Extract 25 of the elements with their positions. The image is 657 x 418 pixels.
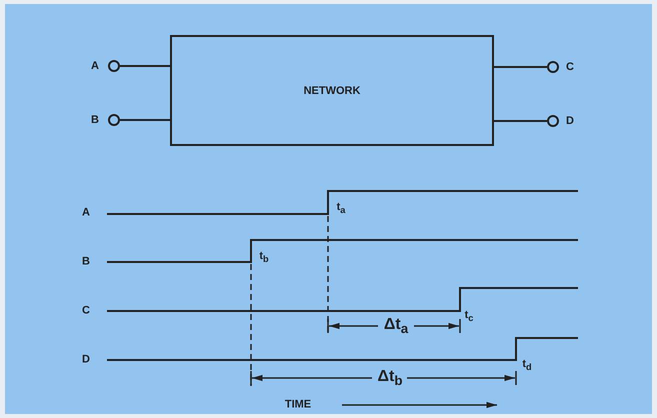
time-mark: t$_{b}$ (259, 248, 269, 266)
connector-line (120, 65, 170, 67)
time-mark: t$_{d}$ (522, 356, 532, 374)
terminal-circle (547, 115, 559, 127)
terminal-circle (108, 114, 120, 126)
connector-line (494, 120, 547, 122)
connector-line (494, 66, 547, 68)
terminal-circle (547, 61, 559, 73)
signal-label: B (82, 254, 90, 270)
connector-line (120, 119, 170, 121)
signal-label: C (82, 304, 90, 318)
interval-label: Δt$_{b}$ (378, 366, 402, 390)
network-label: NETWORK (304, 84, 360, 96)
network-box (170, 35, 494, 146)
terminal-circle (108, 60, 120, 72)
time-mark: t$_{c}$ (464, 308, 474, 326)
terminal-label: A (91, 60, 99, 72)
axis-label: TIME (284, 398, 312, 412)
signal-label: D (82, 352, 90, 368)
interval-label: Δt$_{a}$ (384, 314, 408, 338)
signal-label: A (82, 206, 90, 220)
terminal-label: C (566, 61, 574, 73)
terminal-label: B (91, 114, 99, 126)
time-mark: t$_{a}$ (336, 200, 346, 218)
terminal-label: D (566, 115, 574, 127)
